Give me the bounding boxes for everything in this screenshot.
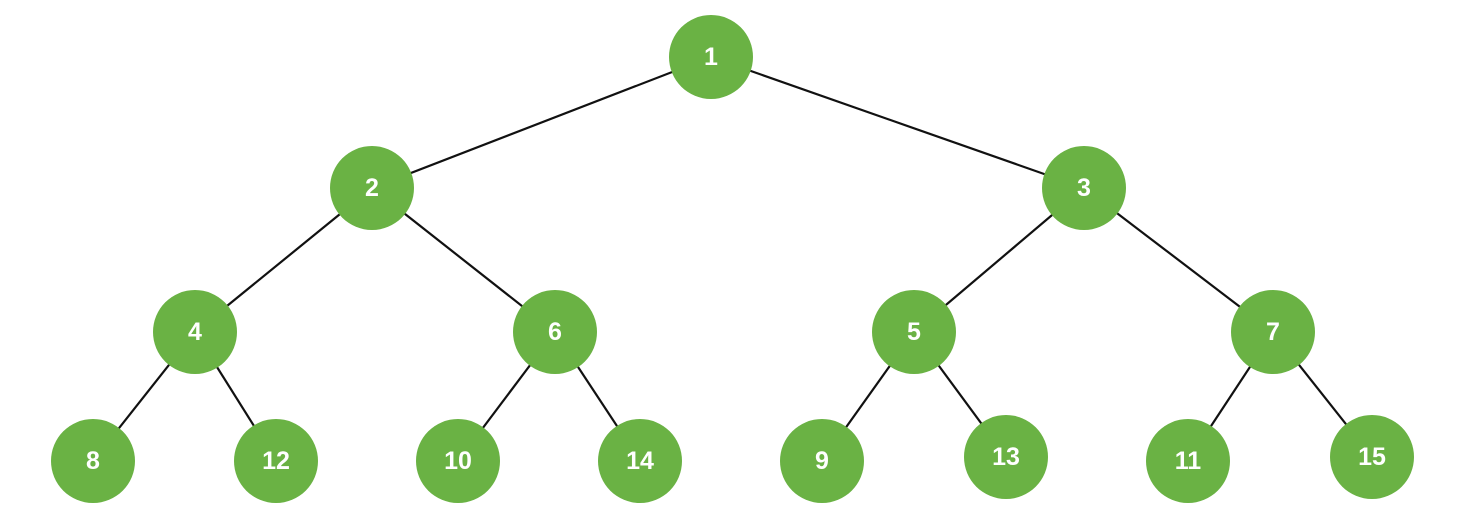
node-label-9: 9 — [815, 446, 829, 475]
node-label-6: 6 — [548, 317, 562, 346]
tree-node-4: 4 — [153, 290, 237, 374]
tree-node-11: 11 — [1146, 419, 1230, 503]
node-label-11: 11 — [1174, 446, 1202, 475]
tree-node-6: 6 — [513, 290, 597, 374]
node-label-7: 7 — [1266, 317, 1280, 346]
tree-node-10: 10 — [416, 419, 500, 503]
node-label-13: 13 — [992, 442, 1020, 471]
tree-node-14: 14 — [598, 419, 682, 503]
tree-node-12: 12 — [234, 419, 318, 503]
tree-node-5: 5 — [872, 290, 956, 374]
tree-node-9: 9 — [780, 419, 864, 503]
node-label-14: 14 — [626, 446, 654, 475]
node-label-3: 3 — [1077, 173, 1091, 202]
tree-node-1: 1 — [669, 15, 753, 99]
node-label-12: 12 — [262, 446, 290, 475]
node-label-5: 5 — [907, 317, 921, 346]
node-label-8: 8 — [86, 446, 100, 475]
tree-edge-1-2 — [371, 55, 712, 190]
tree-node-8: 8 — [51, 419, 135, 503]
node-label-10: 10 — [444, 446, 472, 475]
tree-node-3: 3 — [1042, 146, 1126, 230]
tree-edge-1-3 — [710, 55, 1085, 190]
tree-node-13: 13 — [964, 415, 1048, 499]
tree-node-7: 7 — [1231, 290, 1315, 374]
node-label-1: 1 — [704, 42, 718, 71]
node-label-4: 4 — [188, 317, 202, 346]
tree-node-15: 15 — [1330, 415, 1414, 499]
node-label-2: 2 — [365, 173, 379, 202]
node-label-15: 15 — [1358, 442, 1386, 471]
tree-node-2: 2 — [330, 146, 414, 230]
